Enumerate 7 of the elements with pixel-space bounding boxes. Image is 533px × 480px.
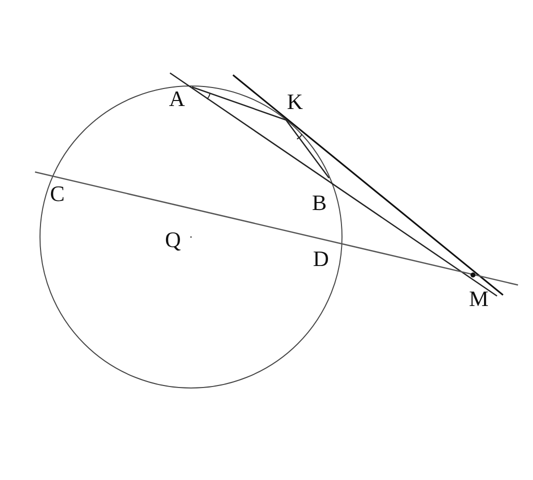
point-label: D (313, 248, 329, 270)
point-label: Q (165, 229, 181, 251)
point-label: B (312, 192, 327, 214)
point-label: M (469, 288, 489, 310)
point-label: K (287, 91, 303, 113)
point-label: C (50, 183, 65, 205)
point-label: A (169, 88, 185, 110)
